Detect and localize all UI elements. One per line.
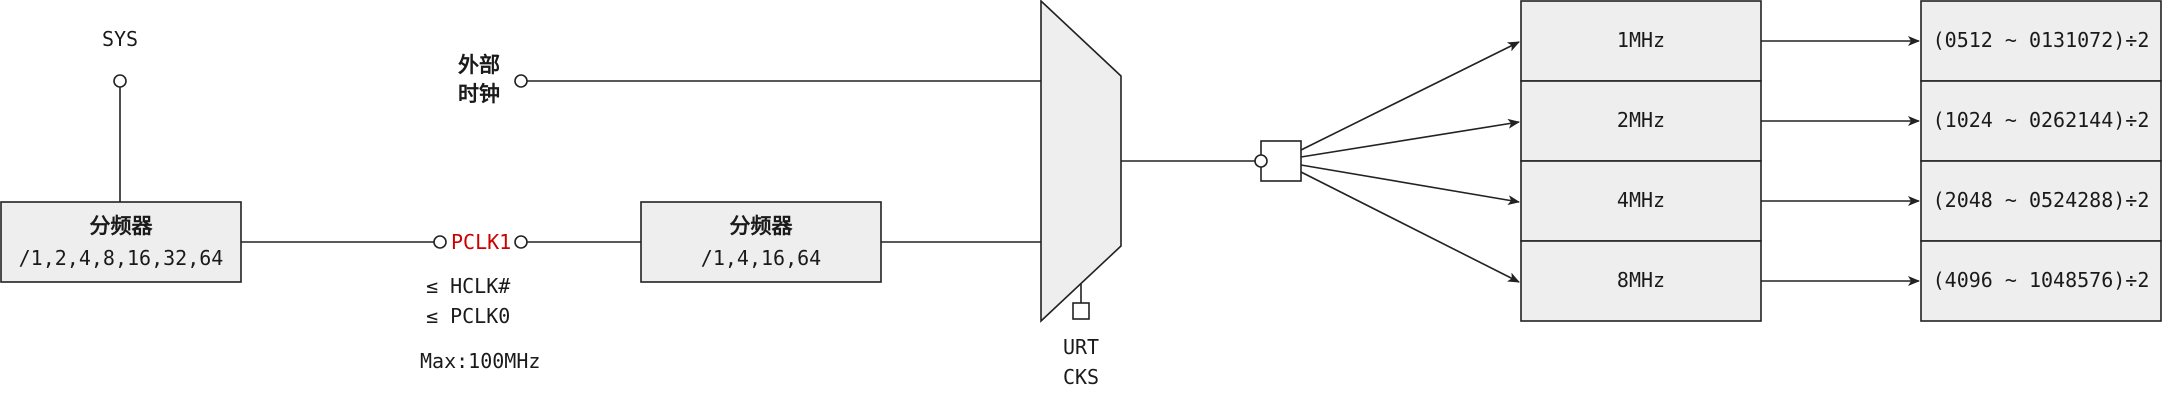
external-clock-line2: 时钟 [458,82,500,106]
range-cell-8mhz [1920,240,2162,322]
range-label-1mhz: (0512 ~ 0131072)÷2 [1933,28,2150,52]
freq-label-1mhz: 1MHz [1617,28,1665,52]
range-column: (0512 ~ 0131072)÷2 (1024 ~ 0262144)÷2 (2… [1920,0,2162,322]
fanout-arrow-2mhz [1300,118,1520,158]
range-cell-4mhz [1920,160,2162,242]
left-divider-ratios: /1,2,4,8,16,32,64 [19,246,224,270]
pclk-constraint-hclk: ≤ HCLK# [426,274,510,298]
mux-select-label-1: URT [1063,335,1099,359]
pclk-max-freq: Max:100MHz [420,349,540,373]
frequency-column: 1MHz 2MHz 4MHz 8MHz [1520,0,1762,322]
range-label-8mhz: (4096 ~ 1048576)÷2 [1933,268,2150,292]
sys-port [113,74,127,88]
pclk-port-right [514,235,528,249]
fanout-arrow-1mhz [1300,41,1520,151]
mid-divider-ratios: /1,4,16,64 [701,246,821,270]
freq-cell-1mhz [1520,0,1762,82]
mid-divider-title: 分频器 [730,214,794,238]
fanout-arrow-4mhz [1300,164,1520,206]
range-cell-2mhz [1920,80,2162,162]
pclk-constraint-pclk0: ≤ PCLK0 [426,304,510,328]
splitter-input-port [1254,154,1268,168]
freq-label-2mhz: 2MHz [1617,108,1665,132]
pclk-port-left [433,235,447,249]
range-label-4mhz: (2048 ~ 0524288)÷2 [1933,188,2150,212]
sys-label: SYS [102,27,138,51]
left-divider-title: 分频器 [90,214,154,238]
range-label-2mhz: (1024 ~ 0262144)÷2 [1933,108,2150,132]
clock-mux [1040,0,1122,323]
external-clock-line1: 外部 [458,53,500,77]
freq-label-8mhz: 8MHz [1617,268,1665,292]
fanout-arrow-8mhz [1300,171,1520,283]
pclk-label: PCLK1 [451,230,511,254]
freq-label-4mhz: 4MHz [1617,188,1665,212]
range-cell-1mhz [1920,0,2162,82]
mux-select-port [1072,302,1090,320]
freq-cell-4mhz [1520,160,1762,242]
external-clock-port [514,74,528,88]
mid-divider-box [640,201,882,283]
mux-select-label-2: CKS [1063,365,1099,389]
freq-cell-2mhz [1520,80,1762,162]
